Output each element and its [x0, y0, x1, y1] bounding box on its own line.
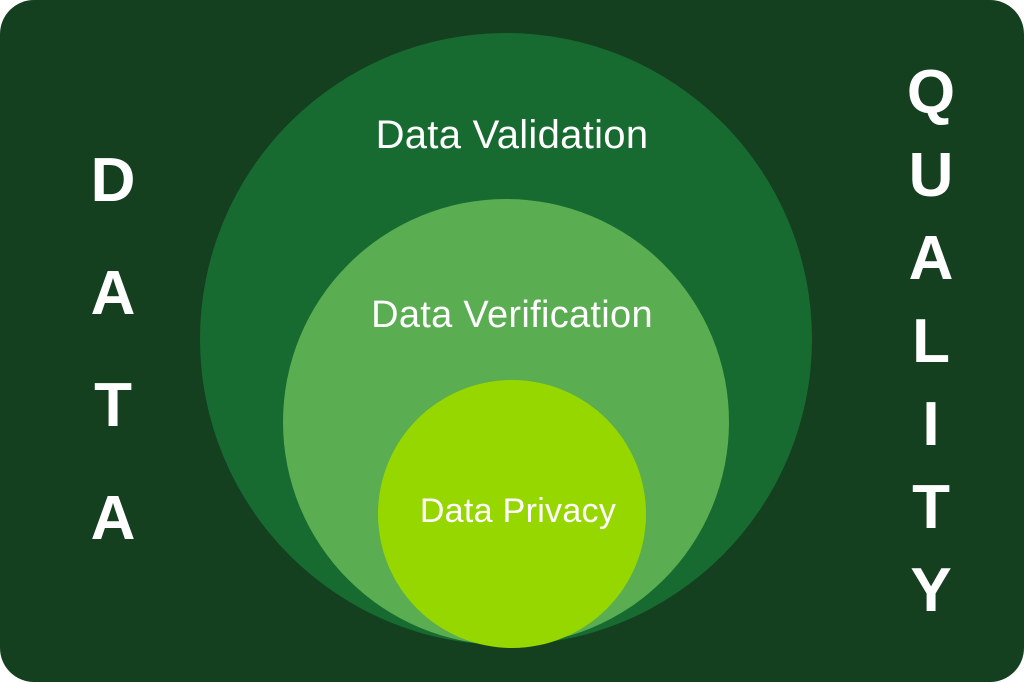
vertical-letter-t-1: T [94, 371, 132, 441]
vertical-letter-q: Q [906, 58, 956, 127]
vertical-letter-i: I [922, 390, 940, 459]
vertical-letter-a-1: A [90, 258, 136, 328]
vertical-letter-y: Y [910, 556, 952, 625]
circle-data-privacy [378, 380, 646, 648]
vertical-word-quality: Q U A L I T Y [876, 62, 986, 622]
vertical-letter-a-2: A [90, 483, 136, 553]
vertical-letter-u: U [908, 141, 954, 210]
vertical-letter-l: L [912, 307, 950, 376]
vertical-letter-d-1: D [90, 146, 136, 215]
vertical-word-data: D A T A [58, 150, 168, 550]
vertical-letter-a-3: A [908, 224, 954, 293]
vertical-letter-t-2: T [912, 473, 950, 542]
